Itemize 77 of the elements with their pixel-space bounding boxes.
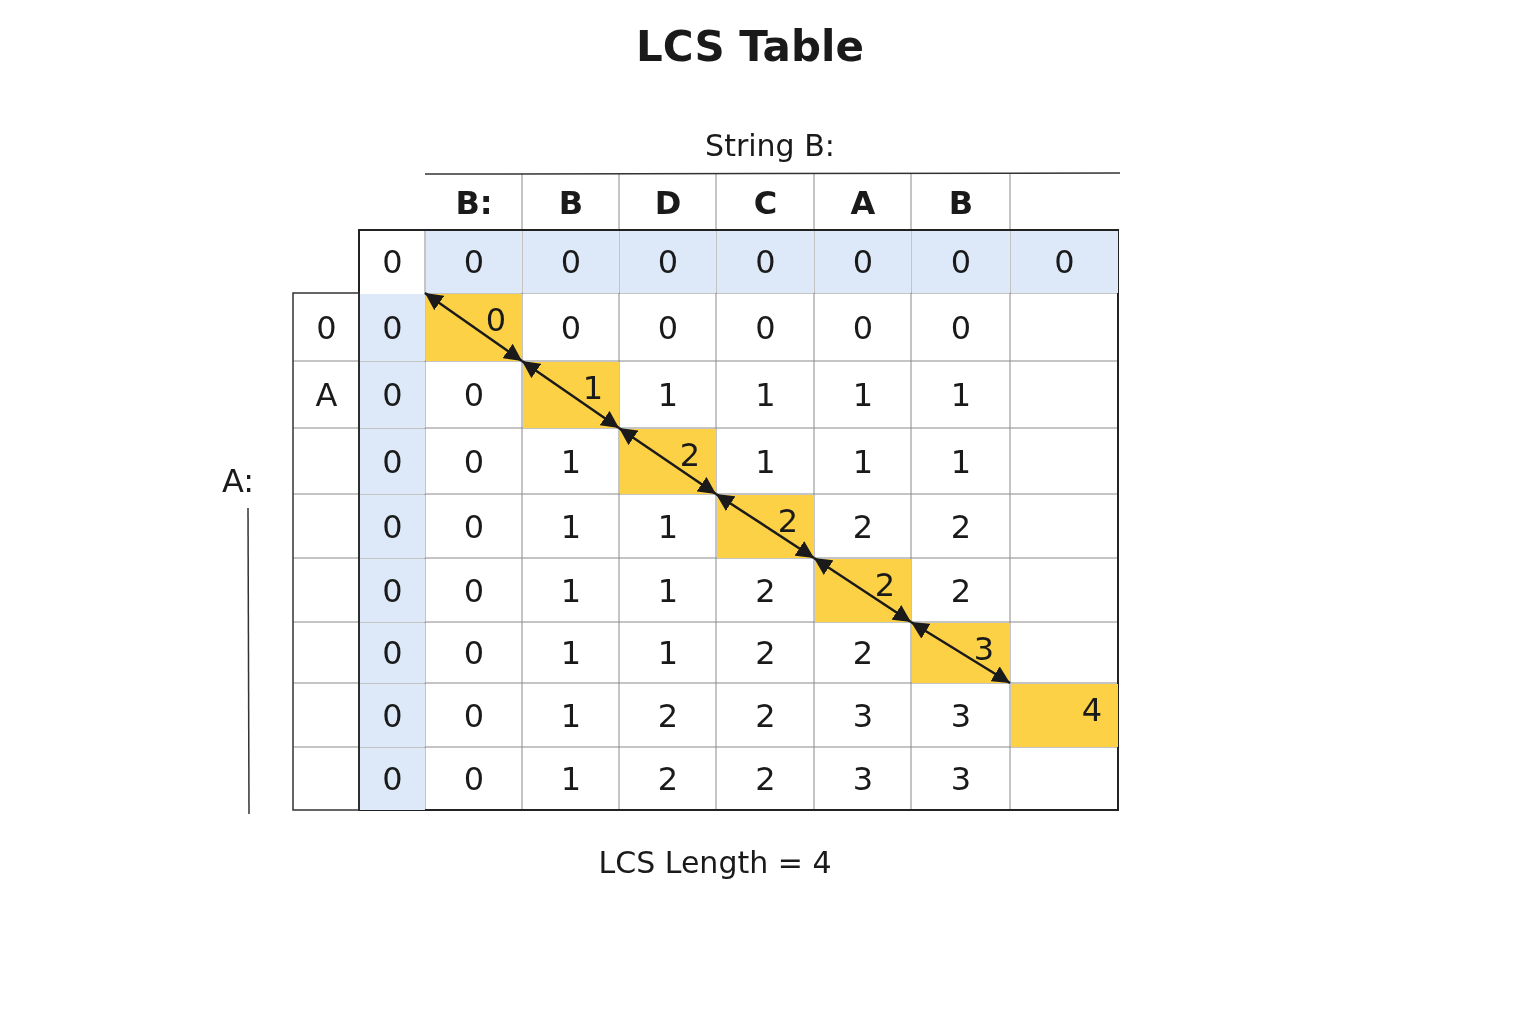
cell-value: 1 — [559, 695, 583, 737]
highlighted-cell: 0 — [426, 294, 522, 361]
cell-value: 1 — [559, 570, 583, 612]
cell-value: 0 — [360, 623, 425, 683]
title: LCS Table — [635, 22, 865, 71]
cell-value: 3 — [851, 759, 875, 800]
highlighted-cell: 2 — [815, 559, 911, 622]
cell-value: 0 — [523, 231, 619, 293]
cell-value: 2 — [851, 506, 875, 548]
highlighted-cell: 2 — [620, 429, 716, 494]
cell-value: 1 — [559, 759, 583, 800]
cell-value: 0 — [717, 231, 814, 293]
cell-value: 1 — [754, 441, 777, 483]
highlighted-cell: 4 — [1011, 684, 1118, 747]
cell-value: 2 — [949, 506, 973, 548]
cell-value: 3 — [949, 695, 973, 737]
cell-value: 1 — [754, 375, 777, 416]
row-header: 0 — [315, 307, 338, 349]
cell-value: 0 — [815, 231, 911, 293]
cell-value: 0 — [620, 231, 716, 293]
cell-value: 0 — [559, 307, 583, 349]
cell-value: 0 — [462, 441, 486, 483]
highlighted-cell: 1 — [523, 362, 619, 428]
column-header: B — [557, 182, 585, 224]
cell-value: 2 — [851, 633, 875, 674]
cell-value: 0 — [381, 242, 404, 283]
highlighted-cell: 3 — [912, 623, 1010, 683]
cell-value: 3 — [851, 695, 875, 737]
row-header: A — [314, 375, 339, 416]
cell-value: 1 — [851, 375, 875, 416]
cell-value: 1 — [656, 570, 680, 612]
cell-value: 0 — [360, 495, 425, 558]
cell-value: 0 — [462, 633, 486, 674]
axis-title: String B: — [704, 128, 836, 163]
cell-value: 2 — [754, 570, 777, 612]
cell-value: 0 — [360, 559, 425, 622]
axis-title: A: — [222, 462, 256, 500]
cell-value: 2 — [656, 695, 680, 737]
column-header: B: — [454, 182, 494, 224]
cell-value: 1 — [559, 506, 583, 548]
cell-value: 0 — [949, 307, 973, 349]
cell-value: 1 — [851, 441, 875, 483]
column-header: C — [752, 182, 779, 224]
cell-value: 1 — [656, 506, 680, 548]
cell-value: 0 — [360, 748, 425, 810]
column-header: A — [849, 182, 877, 224]
cell-value: 1 — [559, 633, 583, 674]
cell-value: 0 — [462, 759, 486, 800]
cell-value: 0 — [360, 429, 425, 494]
cell-value: 0 — [851, 307, 875, 349]
column-header: D — [653, 182, 683, 224]
cell-value: 2 — [754, 633, 777, 674]
cell-value: 0 — [462, 375, 486, 416]
cell-value: 1 — [656, 375, 680, 416]
cell-value: 2 — [656, 759, 680, 800]
highlighted-cell: 2 — [717, 495, 814, 558]
cell-value: 0 — [426, 231, 522, 293]
cell-value: 0 — [1011, 231, 1118, 293]
column-header: B — [947, 182, 975, 224]
caption: LCS Length = 4 — [597, 845, 833, 880]
cell-value: 0 — [912, 231, 1010, 293]
cell-value: 2 — [754, 695, 777, 737]
cell-value: 1 — [949, 375, 973, 416]
cell-value: 0 — [462, 570, 486, 612]
cell-value: 0 — [360, 684, 425, 747]
cell-value: 0 — [462, 506, 486, 548]
cell-value: 3 — [949, 759, 973, 800]
cell-value: 0 — [360, 362, 425, 428]
cell-value: 0 — [360, 294, 425, 361]
cell-value: 2 — [754, 759, 777, 800]
cell-value: 1 — [559, 441, 583, 483]
cell-value: 0 — [656, 307, 680, 349]
cell-value: 1 — [656, 633, 680, 674]
cell-value: 2 — [949, 570, 973, 612]
cell-value: 0 — [754, 307, 777, 349]
cell-value: 0 — [462, 695, 486, 737]
cell-value: 1 — [949, 441, 973, 483]
